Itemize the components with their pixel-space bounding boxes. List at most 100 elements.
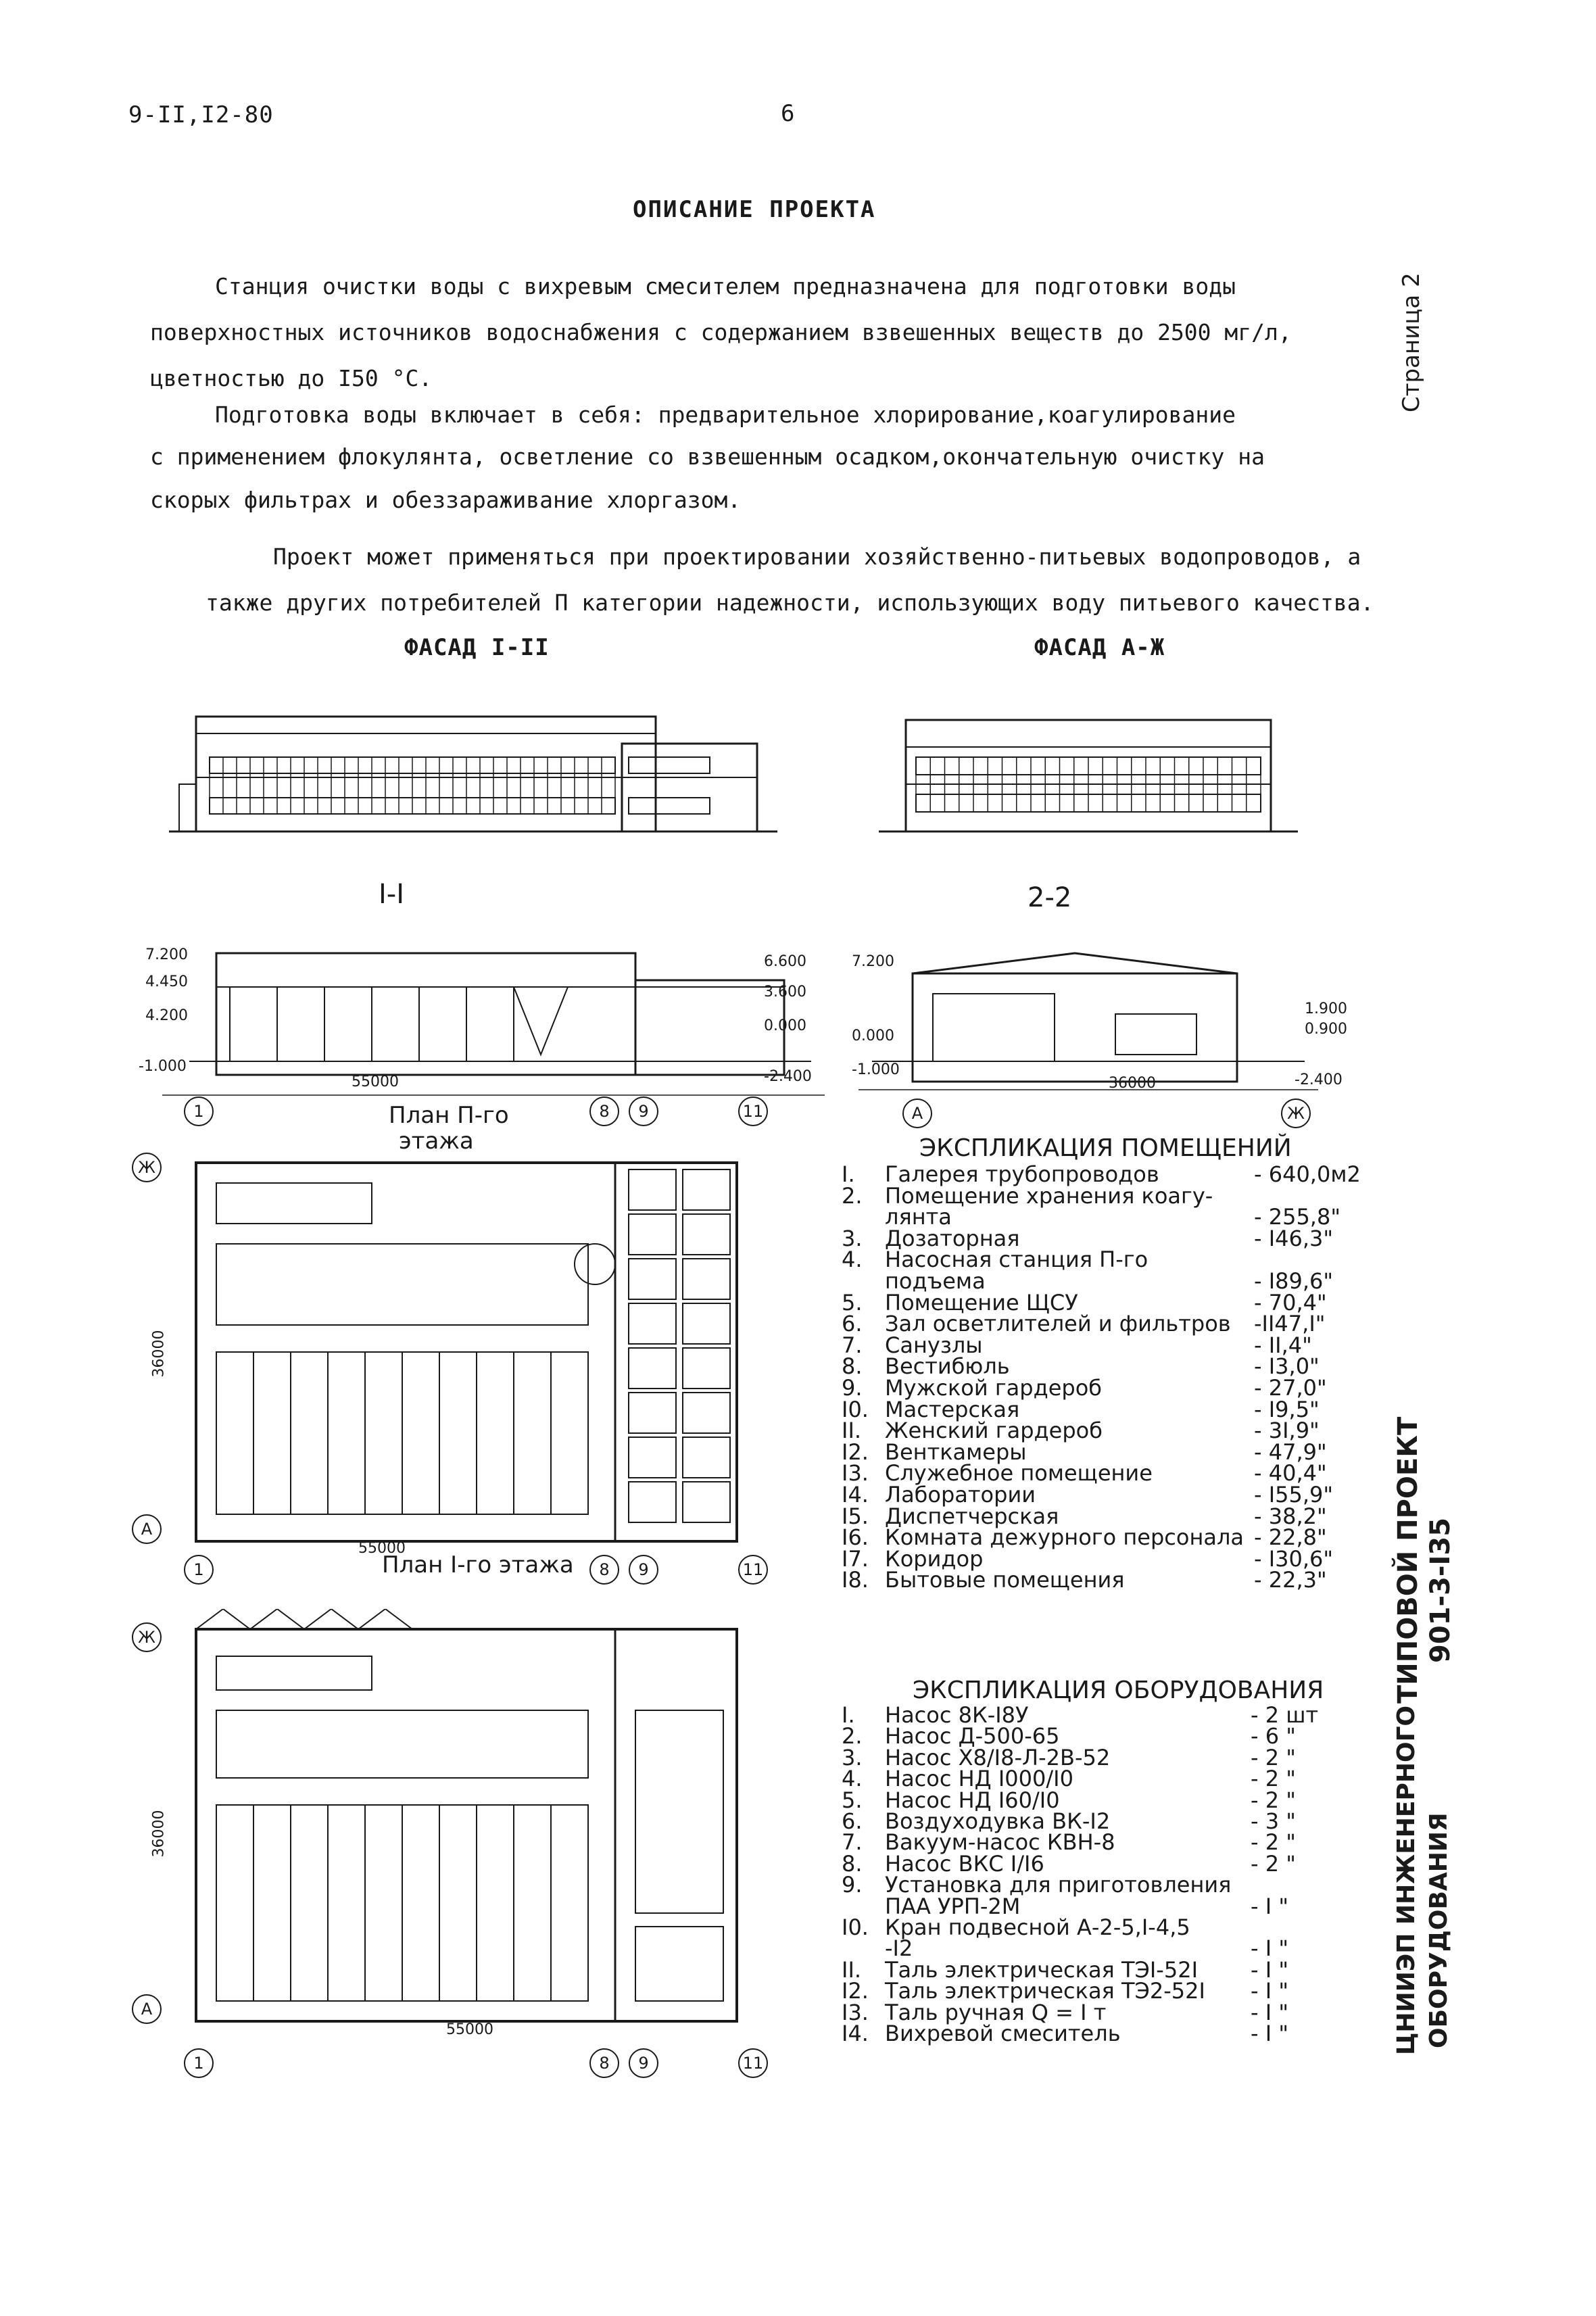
item-name: Помещение хранения коагу- bbox=[885, 1182, 1213, 1209]
room-row: 3.Дозаторная- I46,3" bbox=[842, 1225, 1333, 1251]
room-row: I.Галерея трубопроводов- 640,0м2 bbox=[842, 1161, 1361, 1187]
item-number: I8. bbox=[842, 1567, 869, 1593]
plan-1-axis-a: А bbox=[132, 1994, 162, 2024]
room-row: 8.Вестибюль- I3,0" bbox=[842, 1355, 1320, 1377]
room-row: I0. Мастерская - I9,5" bbox=[842, 1396, 1320, 1422]
section-2-elevation-0900: 0.900 bbox=[1305, 1021, 1347, 1038]
paragraph-line: цветностью до I50 °С. bbox=[150, 365, 433, 391]
plan-1-drawing bbox=[195, 1609, 738, 2023]
item-value: - 2 " bbox=[1251, 1787, 1296, 1813]
plan-2-axis-9: 9 bbox=[629, 1555, 658, 1585]
plan-room bbox=[682, 1213, 731, 1255]
room-row: 7.Санузлы- II,4" bbox=[842, 1332, 1312, 1358]
item-name: Бытовые помещения bbox=[885, 1567, 1125, 1593]
item-value: - I " bbox=[1251, 1999, 1289, 2025]
item-number: 9. bbox=[842, 1872, 863, 1898]
item-name: Установка для приготовления bbox=[885, 1872, 1232, 1898]
item-name: Зал осветлителей и фильтров bbox=[885, 1311, 1231, 1337]
axis-marker-1: 1 bbox=[184, 1096, 214, 1126]
item-value: - 3 " bbox=[1251, 1808, 1296, 1834]
plan-room bbox=[628, 1392, 677, 1434]
equipment-row: 3.Насос Х8/I8-Л-2В-52- 2 " bbox=[842, 1747, 1296, 1768]
plan-room bbox=[628, 1213, 677, 1255]
item-value: - I9,5" bbox=[1254, 1396, 1320, 1422]
item-name: Насосная станция П-го bbox=[885, 1247, 1148, 1273]
facade-2-drawing bbox=[879, 719, 1298, 833]
room-row: II.Женский гардероб- 3I,9" bbox=[842, 1420, 1320, 1441]
item-value: - I " bbox=[1251, 1935, 1289, 1962]
item-name: Лаборатории bbox=[885, 1482, 1036, 1507]
item-value: - 255,8" bbox=[1254, 1204, 1341, 1230]
equipment-row: 6.Воздуходувка ВК-I2- 3 " bbox=[842, 1808, 1296, 1834]
item-name: Мастерская bbox=[885, 1396, 1020, 1422]
section-2-elevation-7200: 7.200 bbox=[852, 953, 894, 970]
item-value: - 47,9" bbox=[1254, 1439, 1327, 1465]
section-2-label: 2-2 bbox=[1027, 882, 1072, 913]
plan-room bbox=[682, 1303, 731, 1345]
plan-2-width: 36000 bbox=[150, 1330, 168, 1378]
room-row: I7.Коридор- I30,6" bbox=[842, 1545, 1333, 1572]
item-number: I. bbox=[842, 1161, 855, 1187]
item-value: - 640,0м2 bbox=[1254, 1161, 1361, 1187]
section-2-elevation-1900: 1.900 bbox=[1305, 1000, 1347, 1017]
item-number: I3. bbox=[842, 1460, 869, 1487]
room-row: I8.Бытовые помещения- 22,3" bbox=[842, 1567, 1327, 1593]
item-value: - 2 " bbox=[1251, 1829, 1296, 1856]
item-number: I. bbox=[842, 1702, 855, 1728]
equipment-row: I3.Таль ручная Q = I т- I " bbox=[842, 1999, 1288, 2025]
item-number: I3. bbox=[842, 1999, 869, 2025]
item-name: Таль электрическая ТЭ2-52I bbox=[885, 1978, 1205, 2004]
item-value: - I89,6" bbox=[1254, 1268, 1334, 1294]
item-number: 2. bbox=[842, 1182, 863, 1209]
item-name: Коридор bbox=[885, 1545, 984, 1572]
item-value: - 40,4" bbox=[1254, 1460, 1327, 1487]
item-name: Санузлы bbox=[885, 1332, 983, 1358]
paragraph-line: Подготовка воды включает в себя: предвар… bbox=[215, 402, 1236, 428]
item-value: - 2 шт bbox=[1251, 1702, 1319, 1728]
item-number: 6. bbox=[842, 1808, 863, 1834]
equipment-row: 2.Насос Д-500-65- 6 " bbox=[842, 1723, 1296, 1750]
plan-room bbox=[682, 1481, 731, 1523]
room-row: I2.Венткамеры- 47,9" bbox=[842, 1441, 1327, 1463]
section-2-width: 36000 bbox=[1109, 1075, 1156, 1092]
item-name: Кран подвесной А-2-5,I-4,5 bbox=[885, 1914, 1190, 1940]
item-value: -II47,I" bbox=[1254, 1311, 1326, 1337]
item-name: -I2 bbox=[885, 1935, 913, 1962]
side-org-label: ЦНИИЭП ИНЖЕНЕРНОГО bbox=[1393, 1705, 1420, 2055]
room-row: 6.Зал осветлителей и фильтров-II47,I" bbox=[842, 1311, 1325, 1337]
item-number: 4. bbox=[842, 1766, 863, 1792]
item-number: I0. bbox=[842, 1396, 869, 1422]
plan-1-axis-9: 9 bbox=[629, 2048, 658, 2078]
room-row: I4. Лаборатории - I55,9" bbox=[842, 1482, 1333, 1507]
room-row: подъема- I89,6" bbox=[842, 1270, 1333, 1292]
equipment-row: II.Таль электрическая ТЭI-52I- I " bbox=[842, 1956, 1288, 1983]
item-number: II. bbox=[842, 1956, 862, 1983]
item-value: - I " bbox=[1251, 1978, 1289, 2004]
elevation-4200: 4.200 bbox=[145, 1007, 188, 1024]
item-value: - I55,9" bbox=[1254, 1482, 1334, 1507]
item-name: Насос Д-500-65 bbox=[885, 1723, 1060, 1750]
paragraph-line: с применением флокулянта, осветление со … bbox=[150, 443, 1265, 470]
elevation-3600: 3.600 bbox=[764, 984, 806, 1000]
item-value: - 38,2" bbox=[1254, 1503, 1327, 1529]
item-number: 7. bbox=[842, 1332, 863, 1358]
item-number: 2. bbox=[842, 1723, 863, 1750]
item-number: I4. bbox=[842, 1482, 869, 1507]
plan-1-label: План I-го этажа bbox=[382, 1551, 574, 1578]
item-name: Дозаторная bbox=[885, 1225, 1020, 1251]
equipment-row: 7.Вакуум-насос КВН-8- 2 " bbox=[842, 1831, 1296, 1853]
elevation-6600: 6.600 bbox=[764, 953, 806, 970]
axis-marker-8: 8 bbox=[589, 1096, 619, 1126]
item-value: - I3,0" bbox=[1254, 1353, 1320, 1380]
plan-2-label-2: этажа bbox=[399, 1128, 474, 1155]
equipment-row: 5.Насос НД I60/I0- 2 " bbox=[842, 1789, 1296, 1811]
plan-1-axis-zh: Ж bbox=[132, 1622, 162, 1652]
plan-2-axis-1: 1 bbox=[184, 1555, 214, 1585]
plan-room bbox=[628, 1303, 677, 1345]
plan-1-length: 55000 bbox=[446, 2021, 493, 2038]
item-value: - 3I,9" bbox=[1254, 1418, 1320, 1444]
plan-2-axis-8: 8 bbox=[589, 1555, 619, 1585]
section-2-drawing bbox=[859, 952, 1318, 1090]
paragraph-line: Проект может применяться при проектирова… bbox=[273, 544, 1361, 570]
item-name: Помещение ЩСУ bbox=[885, 1289, 1078, 1316]
